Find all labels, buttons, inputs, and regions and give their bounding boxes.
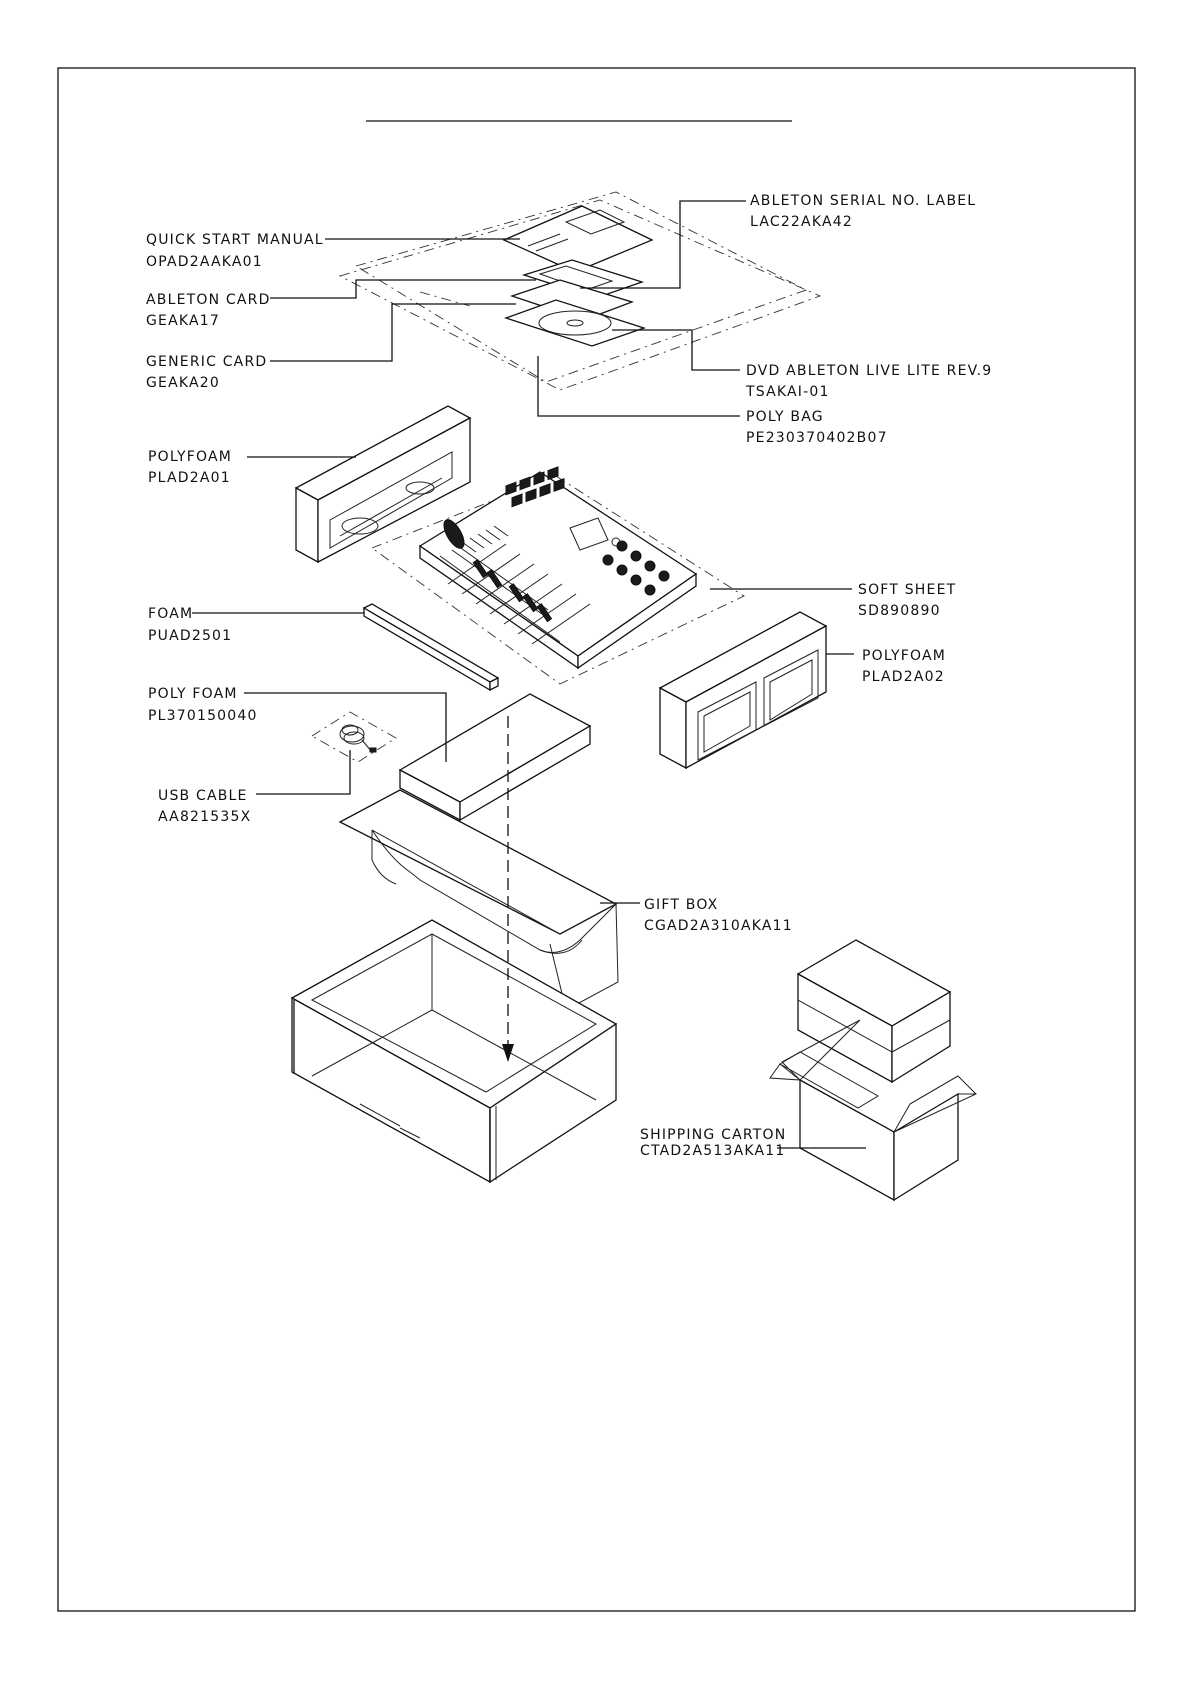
usb-cable-name: USB CABLE <box>158 788 248 804</box>
polyfoam-left-code: PLAD2A01 <box>148 470 231 486</box>
soft-sheet-illustration <box>371 475 745 685</box>
shipping-carton-code: CTAD2A513AKA11 <box>640 1143 786 1159</box>
poly-bag-code: PE230370402B07 <box>746 430 888 446</box>
ableton-serial-label-code: LAC22AKA42 <box>750 214 853 230</box>
leader-lines <box>192 200 866 1149</box>
shipping-carton-name: SHIPPING CARTON <box>640 1127 786 1143</box>
midi-controller-illustration <box>418 466 698 670</box>
ableton-card-code: GEAKA17 <box>146 313 220 329</box>
dvd-code: TSAKAI-01 <box>745 384 830 400</box>
ableton-card-name: ABLETON CARD <box>146 292 271 308</box>
polyfoam-right-name: POLYFOAM <box>862 648 946 664</box>
foam-name: FOAM <box>148 606 193 622</box>
polyfoam-right-code: PLAD2A02 <box>862 669 945 685</box>
foam-code: PUAD2501 <box>148 628 232 644</box>
page-border <box>57 67 1136 1612</box>
ableton-serial-label-name: ABLETON SERIAL NO. LABEL <box>750 193 976 209</box>
generic-card-code: GEAKA20 <box>146 375 220 391</box>
poly-bag-illustration <box>338 191 822 391</box>
polyfoam-right-illustration <box>658 611 828 770</box>
gift-box-code: CGAD2A310AKA11 <box>644 918 793 934</box>
usb-cable-code: AA821535X <box>158 809 251 825</box>
polyfoam-left-name: POLYFOAM <box>148 449 232 465</box>
poly-bag-name: POLY BAG <box>746 409 824 425</box>
gift-box-illustration <box>290 716 619 1184</box>
poly-foam-block-illustration <box>398 693 592 822</box>
quick-start-manual-code: OPAD2AAKA01 <box>146 254 263 270</box>
polyfoam-left-illustration <box>294 405 472 564</box>
gift-box-name: GIFT BOX <box>644 897 718 913</box>
quick-start-manual-illustration <box>502 205 654 273</box>
quick-start-manual-name: QUICK START MANUAL <box>146 232 324 248</box>
generic-card-name: GENERIC CARD <box>146 354 267 370</box>
soft-sheet-code: SD890890 <box>858 603 941 619</box>
shipping-carton-illustration <box>769 939 977 1202</box>
poly-foam-code: PL370150040 <box>148 708 258 724</box>
poly-foam-name: POLY FOAM <box>148 686 238 702</box>
foam-strip-illustration <box>362 603 500 692</box>
dvd-name: DVD ABLETON LIVE LITE REV.9 <box>746 363 992 379</box>
usb-cable-illustration <box>311 711 397 763</box>
dvd-illustration <box>503 299 647 347</box>
soft-sheet-name: SOFT SHEET <box>858 582 956 598</box>
keyboard-keys <box>439 525 591 645</box>
